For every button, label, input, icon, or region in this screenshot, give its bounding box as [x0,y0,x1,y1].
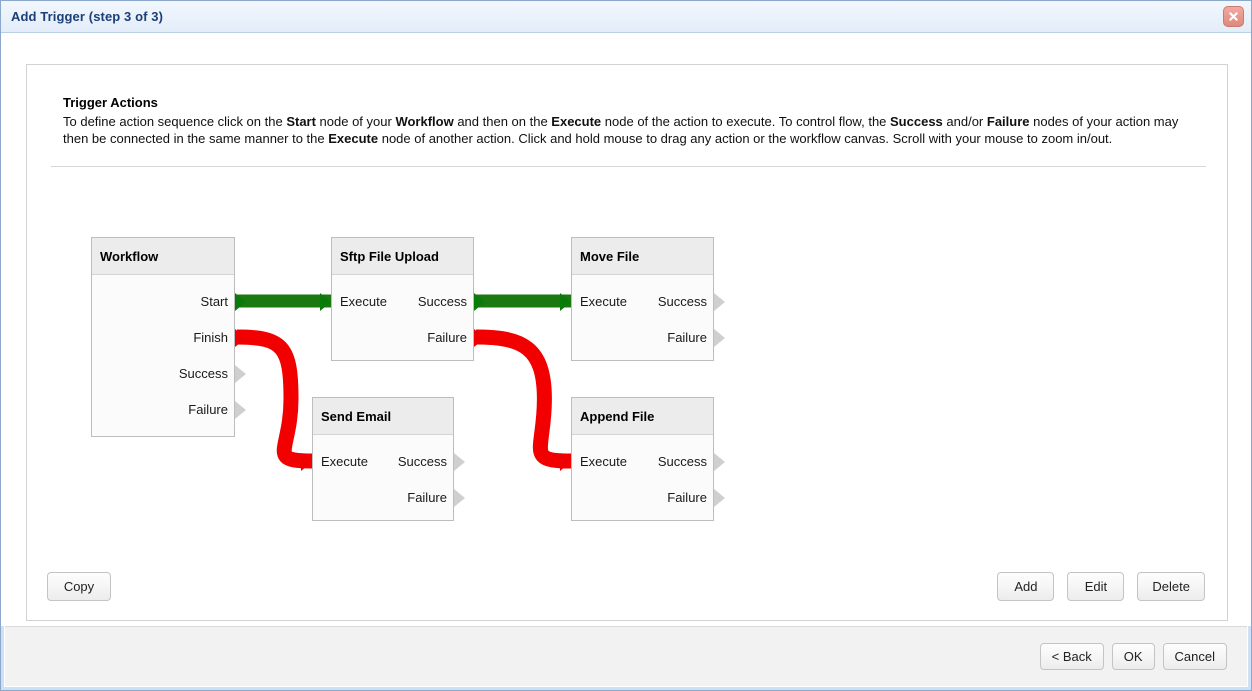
port-connector-icon[interactable] [560,293,571,311]
port-connector-icon[interactable] [235,401,246,419]
port-label: Success [657,294,707,309]
add-button[interactable]: Add [997,572,1055,601]
port-out-start-workflow[interactable]: Start [92,293,246,311]
port-label: Success [397,454,447,469]
node-title-append-file: Append File [572,398,713,435]
port-out-success-move-file[interactable]: Success [572,293,725,311]
port-connector-icon[interactable] [301,453,312,471]
port-label: Failure [407,490,447,505]
port-connector-icon[interactable] [714,489,725,507]
port-label: Failure [427,330,467,345]
port-connector-icon[interactable] [560,453,571,471]
port-out-success-send-email[interactable]: Success [313,453,465,471]
delete-button[interactable]: Delete [1137,572,1205,601]
port-out-failure-move-file[interactable]: Failure [572,329,725,347]
port-connector-icon[interactable] [474,329,485,347]
page-title: Trigger Actions [63,95,158,110]
port-label: Execute [321,454,368,469]
back-button[interactable]: < Back [1039,643,1104,670]
node-title-send-email: Send Email [313,398,453,435]
port-label: Execute [340,294,387,309]
port-label: Success [417,294,467,309]
copy-button[interactable]: Copy [47,572,111,601]
port-out-success-sftp-file-upload[interactable]: Success [332,293,485,311]
ok-button[interactable]: OK [1111,643,1155,670]
port-connector-icon[interactable] [474,293,485,311]
port-label: Success [178,366,228,381]
port-out-finish-workflow[interactable]: Finish [92,329,246,347]
port-label: Failure [667,330,707,345]
edit-button[interactable]: Edit [1067,572,1125,601]
port-label: Failure [667,490,707,505]
trigger-actions-panel: Trigger Actions To define action sequenc… [26,64,1228,621]
port-connector-icon[interactable] [235,365,246,383]
instructions-text: To define action sequence click on the S… [63,114,1179,146]
port-label: Execute [580,294,627,309]
port-label: Finish [193,330,228,345]
port-label: Execute [580,454,627,469]
port-out-failure-send-email[interactable]: Failure [313,489,465,507]
port-out-success-workflow[interactable]: Success [92,365,246,383]
action-button-group: Add Edit Delete [997,572,1205,601]
port-connector-icon[interactable] [714,293,725,311]
port-label: Failure [188,402,228,417]
port-connector-icon[interactable] [235,293,246,311]
port-connector-icon[interactable] [454,489,465,507]
port-connector-icon[interactable] [235,329,246,347]
cancel-button[interactable]: Cancel [1162,643,1227,670]
node-title-move-file: Move File [572,238,713,275]
port-connector-icon[interactable] [714,453,725,471]
dialog-titlebar: Add Trigger (step 3 of 3) [1,1,1251,33]
dialog-body: Trigger Actions To define action sequenc… [1,33,1251,626]
dialog-title: Add Trigger (step 3 of 3) [11,9,164,24]
port-connector-icon[interactable] [320,293,331,311]
divider [51,166,1206,167]
node-title-workflow: Workflow [92,238,234,275]
port-out-failure-sftp-file-upload[interactable]: Failure [332,329,485,347]
port-out-failure-workflow[interactable]: Failure [92,401,246,419]
edge-sftp-failure-to-appendfile-execute [475,329,572,469]
port-label: Success [657,454,707,469]
port-out-success-append-file[interactable]: Success [572,453,725,471]
edge-workflow-finish-to-sendemail-execute [236,329,313,469]
port-connector-icon[interactable] [714,329,725,347]
node-title-sftp-file-upload: Sftp File Upload [332,238,473,275]
close-icon[interactable] [1223,6,1244,27]
dialog-footer: < Back OK Cancel [5,626,1247,686]
port-label: Start [200,294,228,309]
port-connector-icon[interactable] [454,453,465,471]
port-out-failure-append-file[interactable]: Failure [572,489,725,507]
